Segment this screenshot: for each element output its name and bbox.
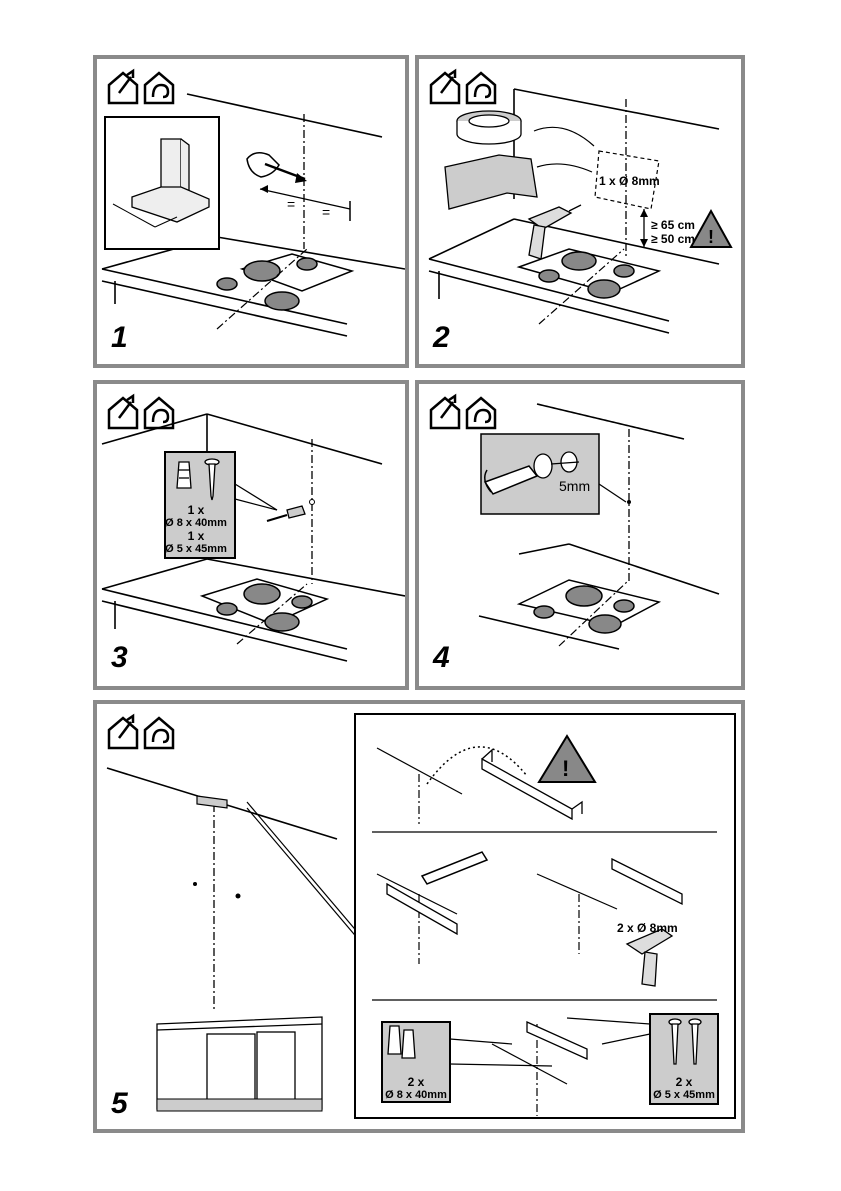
- ducted-house-icon: [109, 396, 137, 428]
- plug-size: Ø 8 x 40mm: [382, 1089, 450, 1102]
- ducted-house-icon: [109, 71, 137, 103]
- step-3-panel: 1 x Ø 8 x 40mm 1 x Ø 5 x 45mm 3: [93, 380, 409, 690]
- recirculation-house-icon: [145, 718, 173, 748]
- ducted-house-icon: [431, 396, 459, 428]
- step-1-illustration: = =: [97, 59, 405, 364]
- wall-plug-icon: [177, 462, 191, 488]
- step-2-illustration: !: [419, 59, 741, 364]
- step-5-panel: !: [93, 700, 745, 1133]
- svg-text:=: =: [287, 196, 295, 212]
- step-number: 5: [111, 1087, 128, 1121]
- wall-gap-label: 5mm: [559, 480, 590, 493]
- svg-text:!: !: [562, 756, 569, 781]
- step-4-panel: 5mm 4: [415, 380, 745, 690]
- ducted-house-icon: [431, 71, 459, 103]
- recirculation-house-icon: [467, 73, 495, 103]
- min-height-gas-label: ≥ 65 cm: [651, 219, 695, 232]
- step-number: 4: [433, 641, 450, 675]
- screw-quantity: 2 x: [650, 1076, 718, 1089]
- step-number: 3: [111, 641, 128, 675]
- svg-text:!: !: [708, 227, 714, 247]
- recirculation-house-icon: [145, 73, 173, 103]
- screw-size: Ø 5 x 45mm: [161, 543, 231, 556]
- step-number: 2: [433, 321, 450, 355]
- step-3-illustration: [97, 384, 405, 686]
- plug-quantity: 1 x: [161, 504, 231, 517]
- plug-quantity: 2 x: [382, 1076, 450, 1089]
- step-4-illustration: [419, 384, 741, 686]
- step-5-illustration: !: [97, 704, 741, 1129]
- screw-quantity: 1 x: [161, 530, 231, 543]
- recirculation-house-icon: [145, 398, 173, 428]
- step-number: 1: [111, 321, 128, 355]
- screw-size: Ø 5 x 45mm: [650, 1089, 718, 1102]
- step-2-panel: ! 1 x Ø 8mm ≥ 65 cm ≥ 50 cm 2: [415, 55, 745, 368]
- svg-text:=: =: [322, 204, 330, 220]
- ducted-house-icon: [109, 716, 137, 748]
- drill-diameter-label: 1 x Ø 8mm: [599, 175, 660, 188]
- recirculation-house-icon: [467, 398, 495, 428]
- min-height-electric-label: ≥ 50 cm: [651, 233, 695, 246]
- drill-diameter-label: 2 x Ø 8mm: [617, 922, 678, 935]
- step-1-panel: = = 1: [93, 55, 409, 368]
